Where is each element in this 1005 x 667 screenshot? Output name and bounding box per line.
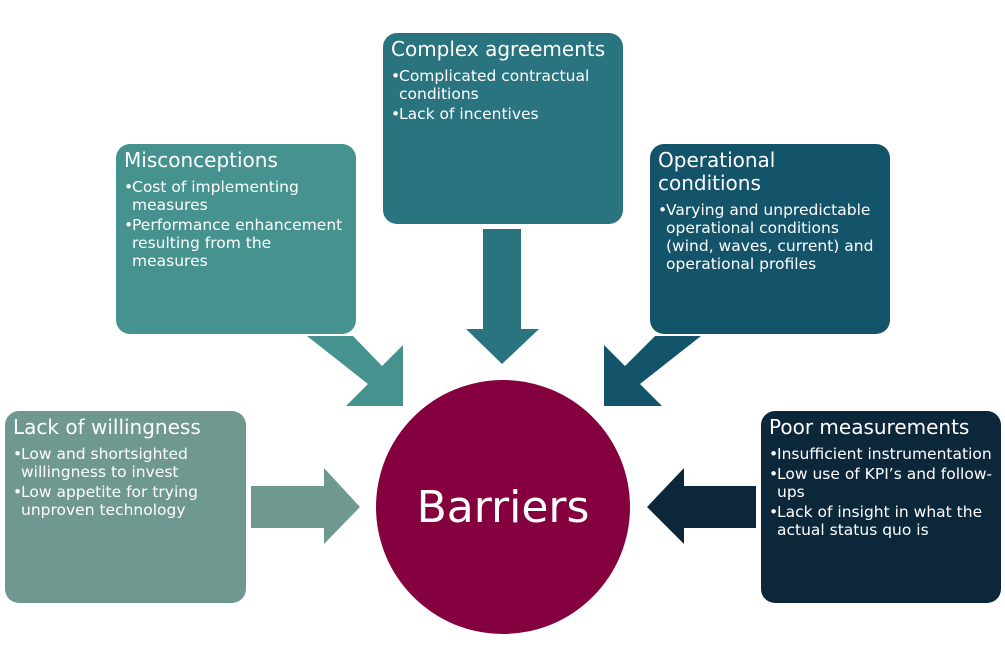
bullet-item: •Lack of incentives (391, 105, 539, 123)
bullet-item: •Performance enhancement resulting from … (124, 216, 343, 270)
box-title: Operational conditions (658, 148, 776, 195)
bullet-item: •Low use of KPI’s and follow-ups (769, 465, 993, 501)
bullet-item: •Varying and unpredictable operational c… (658, 201, 874, 273)
bullet-list: •Insufficient instrumentation •Low use o… (769, 445, 993, 539)
lack-of-willingness-box: Lack of willingness •Low and shortsighte… (5, 411, 246, 603)
poor-measurements-box: Poor measurements •Insufficient instrume… (761, 411, 1001, 603)
bullet-item: •Insufficient instrumentation (769, 445, 992, 463)
bullet-list: •Cost of implementing measures •Performa… (124, 178, 348, 270)
barriers-label: Barriers (416, 481, 590, 533)
operational-conditions-box: Operational conditions •Varying and unpr… (650, 144, 890, 334)
bullet-list: •Varying and unpredictable operational c… (658, 201, 882, 273)
arrow-from-lack-of-willingness (251, 468, 360, 544)
arrow-from-operational-conditions (604, 336, 701, 406)
bullet-item: •Low and shortsighted willingness to inv… (13, 445, 188, 481)
bullet-item: •Cost of implementing measures (124, 178, 299, 214)
misconceptions-box: Misconceptions •Cost of implementing mea… (116, 144, 356, 334)
bullet-item: •Complicated contractual conditions (391, 67, 590, 103)
bullet-item: •Low appetite for trying unproven techno… (13, 483, 198, 519)
box-title: Lack of willingness (13, 415, 201, 439)
complex-agreements-box: Complex agreements •Complicated contract… (383, 33, 623, 224)
box-title: Poor measurements (769, 415, 970, 439)
bullet-list: •Complicated contractual conditions •Lac… (391, 67, 615, 123)
barriers-circle: Barriers (376, 380, 630, 634)
box-title: Misconceptions (124, 148, 278, 172)
arrow-from-poor-measurements (647, 468, 756, 544)
box-title: Complex agreements (391, 37, 606, 61)
arrow-down-from-complex-agreements (466, 229, 539, 364)
arrow-from-misconceptions (307, 336, 403, 406)
bullet-item: •Lack of insight in what the actual stat… (769, 503, 983, 539)
bullet-list: •Low and shortsighted willingness to inv… (13, 445, 238, 519)
